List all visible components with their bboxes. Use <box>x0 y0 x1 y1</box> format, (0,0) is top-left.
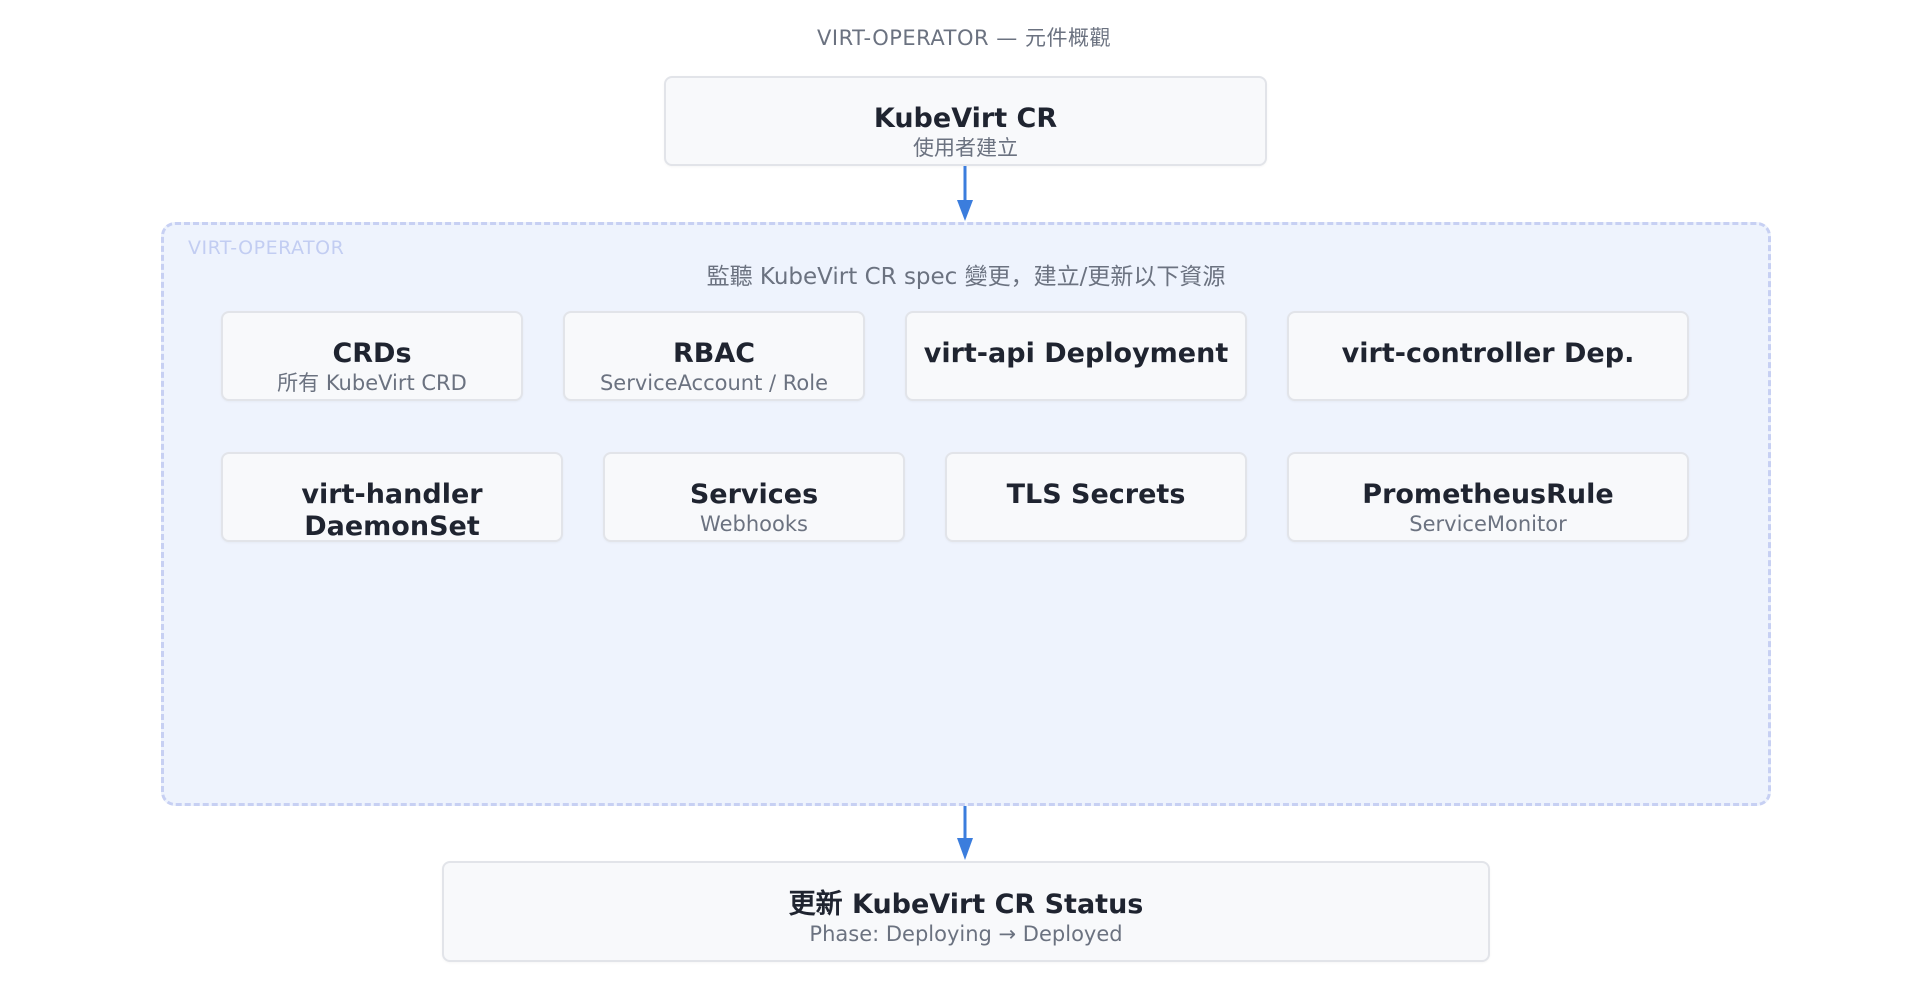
node-title: Services <box>689 479 819 510</box>
resource-node-crds: CRDs 所有 KubeVirt CRD <box>221 311 523 401</box>
node-title: KubeVirt CR <box>873 103 1058 134</box>
node-title: RBAC <box>672 338 756 369</box>
group-description: 監聽 KubeVirt CR spec 變更，建立/更新以下資源 <box>706 264 1226 290</box>
arrow-operator-to-status <box>957 806 973 860</box>
group-label: VIRT-OPERATOR <box>188 237 345 259</box>
node-subtitle: 所有 KubeVirt CRD <box>277 371 467 395</box>
node-subtitle: Phase: Deploying → Deployed <box>809 922 1123 946</box>
node-title: TLS Secrets <box>1006 479 1186 510</box>
resource-node-prometheusrule: PrometheusRule ServiceMonitor <box>1287 452 1689 542</box>
node-title: virt-handler DaemonSet <box>301 479 483 542</box>
node-subtitle: ServiceAccount / Role <box>599 371 829 395</box>
kubevirt-cr-node: KubeVirt CR 使用者建立 <box>664 76 1267 166</box>
status-update-node: 更新 KubeVirt CR Status Phase: Deploying →… <box>442 861 1490 962</box>
resource-node-rbac: RBAC ServiceAccount / Role <box>563 311 865 401</box>
resource-node-services: Services Webhooks <box>603 452 905 542</box>
resource-node-virt-handler: virt-handler DaemonSet <box>221 452 563 542</box>
resource-node-virt-api: virt-api Deployment <box>905 311 1247 401</box>
node-title: virt-api Deployment <box>923 338 1229 369</box>
resource-node-virt-controller: virt-controller Dep. <box>1287 311 1689 401</box>
diagram-title: VIRT-OPERATOR — 元件概觀 <box>817 26 1111 50</box>
node-title: virt-controller Dep. <box>1341 338 1635 369</box>
resource-node-tls-secrets: TLS Secrets <box>945 452 1247 542</box>
node-subtitle: ServiceMonitor <box>1409 512 1567 536</box>
node-title: PrometheusRule <box>1362 479 1614 510</box>
arrow-cr-to-operator <box>957 166 973 221</box>
node-title: 更新 KubeVirt CR Status <box>788 889 1144 920</box>
node-title: CRDs <box>332 338 412 369</box>
node-subtitle: 使用者建立 <box>913 136 1018 160</box>
node-subtitle: Webhooks <box>700 512 808 536</box>
